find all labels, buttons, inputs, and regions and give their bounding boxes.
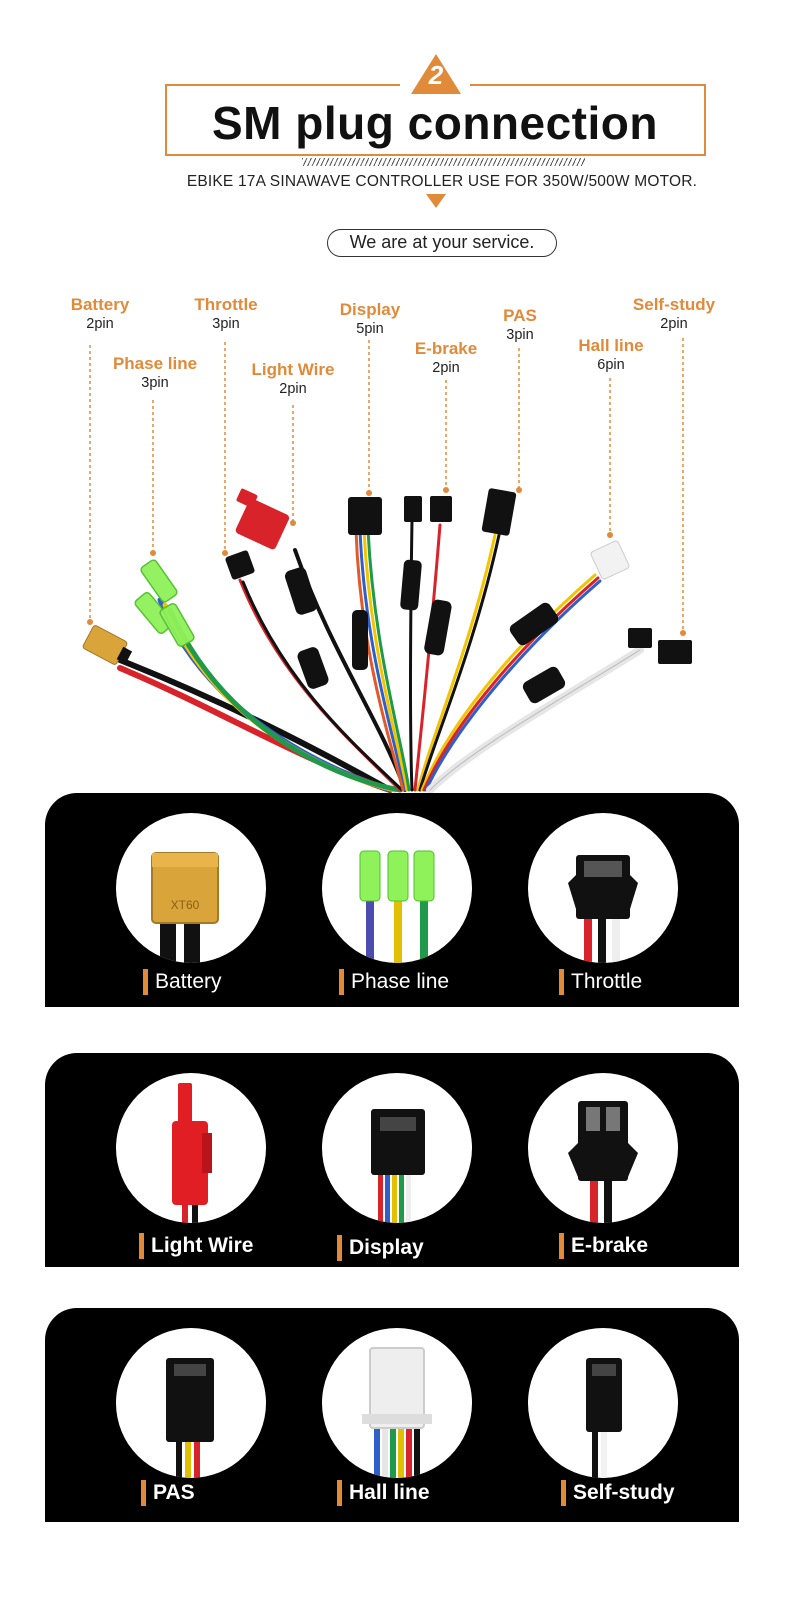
label-display: Display 5pin — [330, 300, 410, 338]
phase-line-connector-photo — [322, 813, 472, 963]
self-study-connector-icon — [586, 1358, 622, 1478]
caption-display: Display — [337, 1235, 424, 1261]
label-self-study: Self-study 2pin — [624, 295, 724, 333]
throttle-connector-photo — [528, 813, 678, 963]
label-name: E-brake — [414, 339, 478, 358]
step-triangle-icon — [411, 54, 461, 94]
subtitle-background — [172, 170, 712, 194]
caption-hall-line: Hall line — [337, 1480, 430, 1506]
connector-panel-3: PAS Hall line Self-study — [45, 1308, 739, 1522]
label-light-wire: Light Wire 2pin — [243, 360, 343, 398]
self-study-connector-photo — [528, 1328, 678, 1478]
caption-phase-line: Phase line — [339, 969, 449, 995]
e-brake-connector-photo — [528, 1073, 678, 1223]
xt60-text: XT60 — [171, 898, 200, 912]
caption-pas: PAS — [141, 1480, 195, 1506]
caption-throttle: Throttle — [559, 969, 642, 995]
label-pins: 3pin — [506, 327, 534, 343]
hatch-divider — [302, 158, 585, 166]
label-pins: 5pin — [356, 321, 384, 337]
label-pas: PAS 3pin — [490, 306, 550, 344]
label-pins: 2pin — [660, 316, 688, 332]
label-name: Phase line — [112, 354, 198, 373]
caption-self-study: Self-study — [561, 1480, 675, 1506]
label-pins: 3pin — [141, 375, 169, 391]
down-triangle-icon — [426, 194, 446, 208]
e-brake-connector-icon — [568, 1101, 638, 1223]
connector-panel-2: Light Wire Display E-brake — [45, 1053, 739, 1267]
phase-connector-icon — [359, 850, 435, 963]
label-pins: 2pin — [432, 360, 460, 376]
step-number: 2 — [428, 60, 444, 90]
label-pins: 6pin — [597, 357, 625, 373]
label-name: Hall line — [578, 336, 644, 355]
pas-connector-photo — [116, 1328, 266, 1478]
display-connector-photo — [322, 1073, 472, 1223]
label-name: Light Wire — [251, 360, 335, 379]
hall-line-connector-photo — [322, 1328, 472, 1478]
caption-light-wire: Light Wire — [139, 1233, 253, 1259]
caption-e-brake: E-brake — [559, 1233, 648, 1259]
light-wire-connector-photo — [116, 1073, 266, 1223]
label-hall-line: Hall line 6pin — [566, 336, 656, 374]
light-wire-connector-icon — [172, 1083, 212, 1223]
label-pins: 2pin — [279, 381, 307, 397]
xt60-connector-icon: XT60 — [151, 852, 219, 963]
label-throttle: Throttle 3pin — [186, 295, 266, 333]
label-pins: 2pin — [86, 316, 114, 332]
label-name: Self-study — [632, 295, 716, 314]
battery-connector-photo: XT60 — [116, 813, 266, 963]
hall-line-connector-icon — [362, 1347, 432, 1478]
label-phase-line: Phase line 3pin — [100, 354, 210, 392]
pas-connector-icon — [166, 1358, 214, 1478]
display-connector-icon — [371, 1109, 425, 1223]
service-pill: We are at your service. — [327, 229, 557, 257]
label-name: Display — [339, 300, 401, 319]
label-battery: Battery 2pin — [60, 295, 140, 333]
label-e-brake: E-brake 2pin — [406, 339, 486, 377]
label-pins: 3pin — [212, 316, 240, 332]
throttle-connector-icon — [568, 855, 638, 963]
page-subtitle: EBIKE 17A SINAWAVE CONTROLLER USE FOR 35… — [186, 173, 698, 190]
page-title: SM plug connection — [212, 97, 658, 149]
label-name: Battery — [70, 295, 130, 314]
caption-battery: Battery — [143, 969, 222, 995]
wire-harness-illustration — [82, 338, 692, 794]
label-name: PAS — [503, 306, 537, 325]
connector-panel-1: XT60 Battery Phase line Throttle — [45, 793, 739, 1007]
label-name: Throttle — [194, 295, 258, 314]
